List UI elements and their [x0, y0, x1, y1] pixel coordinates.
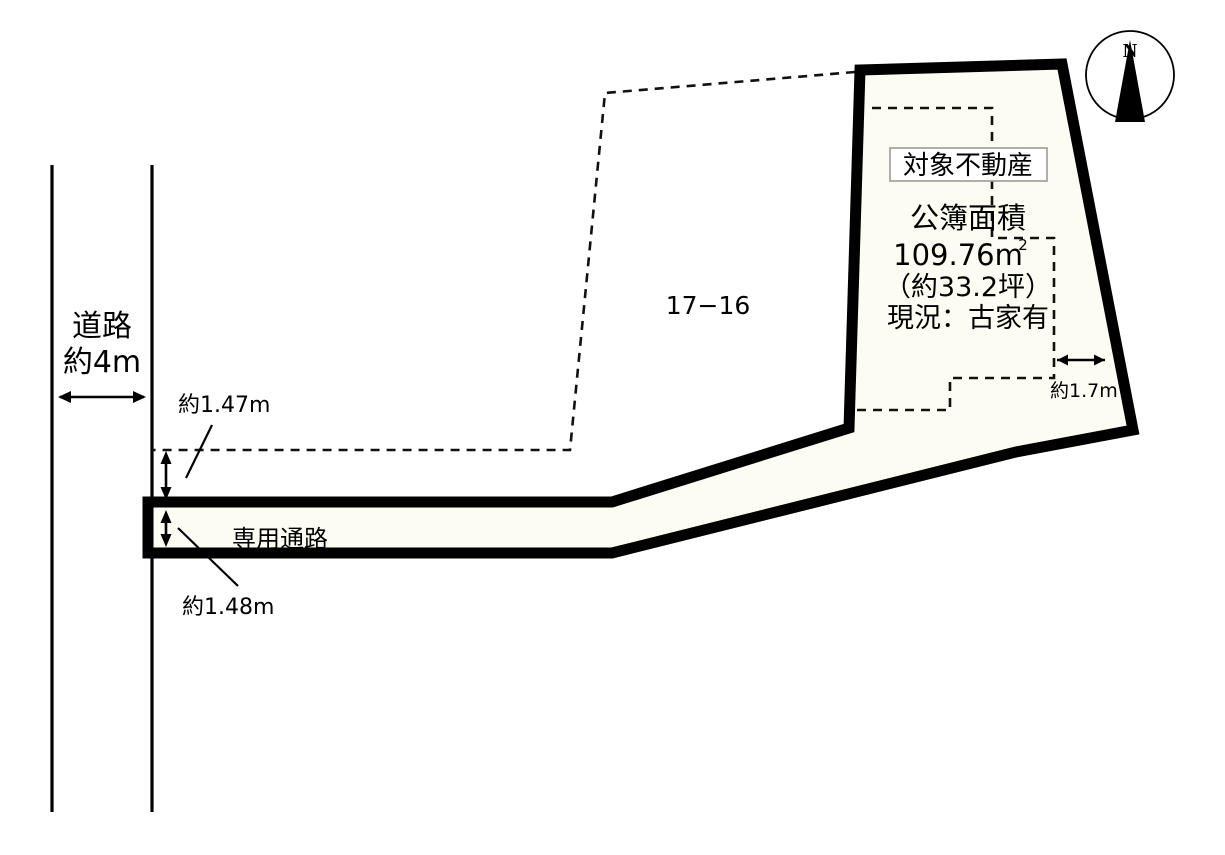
interior-setback-dashed-path — [855, 106, 1056, 412]
interior-dashed-outline — [855, 106, 1056, 412]
passage-north-offset-dimension: 約1.47m — [160, 393, 270, 500]
area-tsubo-label: （約33.2坪） — [884, 272, 1052, 303]
road-width-arrowhead-left — [58, 391, 71, 403]
passage-width-label: 約1.48m — [182, 595, 274, 620]
area-value-group: 109.76m 2 — [893, 236, 1028, 272]
east-setback-dimension: 約1.7m — [1050, 354, 1118, 402]
neighbor-parcel-label: 17−16 — [666, 291, 751, 320]
road-name-label: 道路 — [72, 309, 132, 344]
road-width-annotation: 道路 約4m — [58, 309, 146, 403]
property-boundary-thick — [142, 58, 1140, 559]
compass-north-label: N — [1123, 40, 1138, 62]
neighbor-parcel-dashed-boundary — [152, 70, 856, 452]
area-value-label: 109.76m — [893, 238, 1023, 272]
north-offset-arrowhead-top — [160, 451, 172, 464]
compass-north-needle-icon — [1115, 40, 1145, 122]
east-setback-label: 約1.7m — [1050, 380, 1118, 402]
east-setback-arrowhead-right — [1094, 354, 1105, 366]
road-lines — [50, 165, 154, 812]
passage-width-leader-line — [177, 527, 239, 587]
compass-rose: N — [1085, 30, 1175, 122]
north-offset-label: 約1.47m — [178, 393, 270, 418]
area-heading-label: 公簿面積 — [910, 201, 1026, 235]
property-condition-label: 現況：古家有 — [887, 303, 1049, 334]
passage-width-dimension: 約1.48m — [160, 510, 274, 620]
subject-property-badge-label: 対象不動産 — [903, 151, 1033, 181]
road-width-arrowhead-right — [133, 391, 146, 403]
neighbor-parcel-outline — [152, 70, 856, 452]
access-passage-label: 専用通路 — [232, 525, 328, 553]
passage-width-arrowhead-bottom — [160, 534, 172, 547]
north-offset-leader-line — [185, 424, 213, 479]
area-unit-superscript: 2 — [1018, 236, 1028, 254]
road-width-label: 約4m — [63, 345, 141, 380]
subject-property-badge-box — [889, 147, 1048, 182]
east-setback-arrowhead-left — [1057, 354, 1068, 366]
subject-property-polygon — [142, 58, 1140, 559]
north-offset-arrowhead-bottom — [160, 487, 172, 500]
passage-width-arrowhead-top — [160, 510, 172, 523]
